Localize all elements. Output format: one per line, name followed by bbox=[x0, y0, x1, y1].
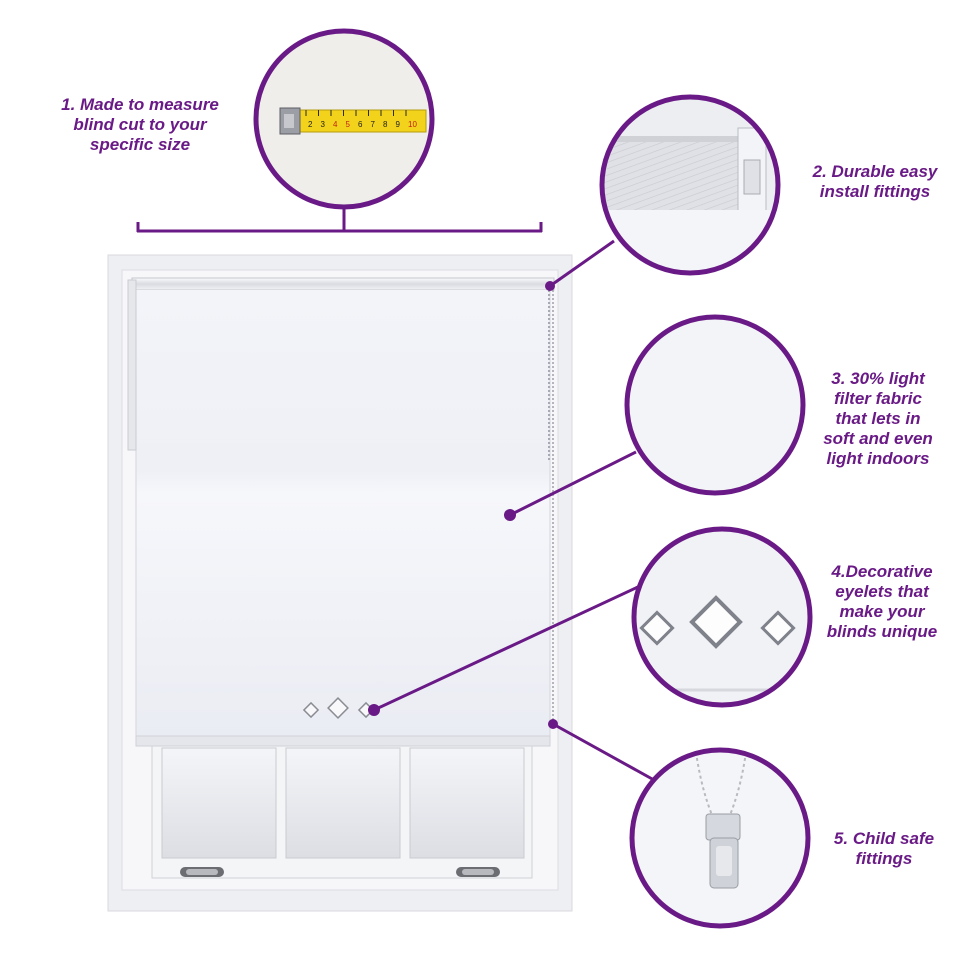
tape-tick-label: 10 bbox=[408, 120, 417, 129]
tape-tick-label: 6 bbox=[358, 120, 363, 129]
feature-3-line-2: filter fabric bbox=[834, 389, 922, 408]
tape-tick-label: 8 bbox=[383, 120, 388, 129]
feature-1-line-3: specific size bbox=[89, 135, 191, 154]
feature-label-1: 1. Made to measure blind cut to your spe… bbox=[40, 95, 240, 155]
tape-tick-label: 3 bbox=[321, 120, 326, 129]
feature-3-line-4: soft and even bbox=[823, 429, 933, 448]
callout-fittings bbox=[599, 94, 781, 276]
feature-2-line-1: 2. Durable easy bbox=[812, 162, 938, 181]
feature-3-line-3: that lets in bbox=[835, 409, 921, 428]
feature-4-line-1: 4.Decorative bbox=[831, 562, 933, 581]
feature-3-line-1: 3. 30% light bbox=[831, 369, 925, 388]
feature-3-line-5: light indoors bbox=[826, 449, 930, 468]
feature-4-line-2: eyelets that bbox=[835, 582, 929, 601]
feature-4-line-3: make your bbox=[839, 602, 925, 621]
tape-tick-label: 4 bbox=[333, 120, 338, 129]
feature-4-line-4: blinds unique bbox=[826, 622, 938, 641]
feature-5-line-1: 5. Child safe bbox=[833, 829, 935, 848]
callout-child-safe bbox=[629, 747, 811, 929]
window-handle-right bbox=[456, 867, 500, 877]
feature-1-line-2: blind cut to your bbox=[73, 115, 207, 134]
connector-lines bbox=[368, 239, 655, 782]
tape-tick-label: 7 bbox=[371, 120, 376, 129]
feature-5-line-2: fittings bbox=[855, 849, 913, 868]
roller-blind bbox=[127, 277, 555, 747]
callout-eyelets bbox=[631, 526, 813, 708]
feature-2-line-2: install fittings bbox=[819, 182, 931, 201]
tape-tick-label: 2 bbox=[308, 120, 313, 129]
tape-tick-label: 5 bbox=[346, 120, 351, 129]
feature-label-4: 4.Decorative eyelets that make your blin… bbox=[812, 562, 952, 642]
feature-1-line-1: 1. Made to measure bbox=[61, 95, 219, 114]
feature-label-3: 3. 30% light filter fabric that lets in … bbox=[808, 369, 948, 469]
callout-fabric bbox=[624, 314, 806, 496]
window-handle-left bbox=[180, 867, 224, 877]
measure-bracket bbox=[136, 207, 543, 233]
feature-label-5: 5. Child safe fittings bbox=[818, 829, 950, 869]
feature-label-2: 2. Durable easy install fittings bbox=[800, 162, 950, 202]
tape-tick-label: 9 bbox=[396, 120, 401, 129]
